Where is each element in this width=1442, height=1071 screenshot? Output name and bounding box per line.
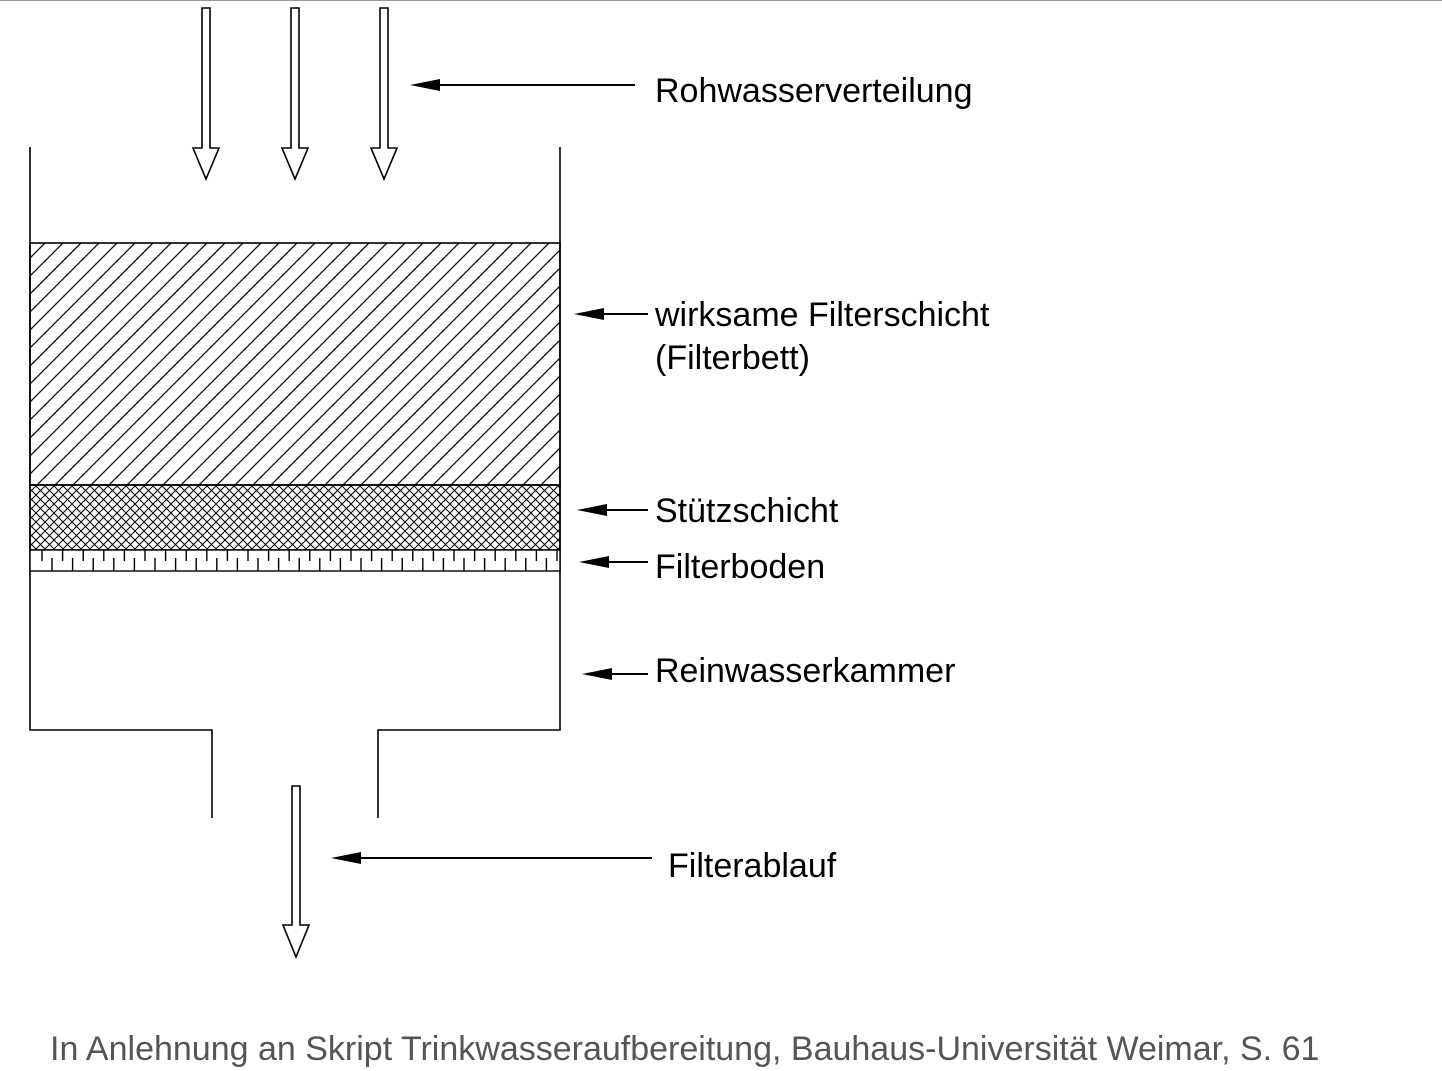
pointer-raw-water bbox=[410, 79, 635, 91]
inflow-arrow-1 bbox=[191, 7, 221, 182]
label-raw-water-distribution: Rohwasserverteilung bbox=[655, 72, 973, 110]
outflow-arrow bbox=[281, 785, 311, 960]
inflow-arrows bbox=[191, 7, 399, 182]
filter-bottom-plate bbox=[29, 549, 561, 572]
support-layer bbox=[29, 484, 561, 551]
label-clean-water-chamber: Reinwasserkammer bbox=[655, 652, 956, 690]
source-caption: In Anlehnung an Skript Trinkwasseraufber… bbox=[50, 1030, 1320, 1068]
label-filter-outlet: Filterablauf bbox=[668, 847, 837, 885]
pointer-filter-layer bbox=[574, 308, 648, 320]
label-filter-layer-line2: (Filterbett) bbox=[655, 339, 810, 377]
filter-layer bbox=[29, 242, 561, 486]
inflow-arrow-2 bbox=[280, 7, 310, 182]
pointer-outlet bbox=[331, 852, 652, 864]
pointer-support-layer bbox=[577, 504, 648, 516]
inflow-arrow-3 bbox=[369, 7, 399, 182]
pointer-arrows bbox=[331, 79, 652, 864]
top-border-line bbox=[0, 0, 1442, 1]
pointer-filter-bottom bbox=[579, 556, 648, 568]
label-filter-bottom: Filterboden bbox=[655, 548, 826, 586]
label-support-layer: Stützschicht bbox=[655, 492, 839, 530]
label-filter-layer-line1: wirksame Filterschicht bbox=[655, 296, 990, 334]
pointer-clean-water bbox=[582, 668, 648, 680]
